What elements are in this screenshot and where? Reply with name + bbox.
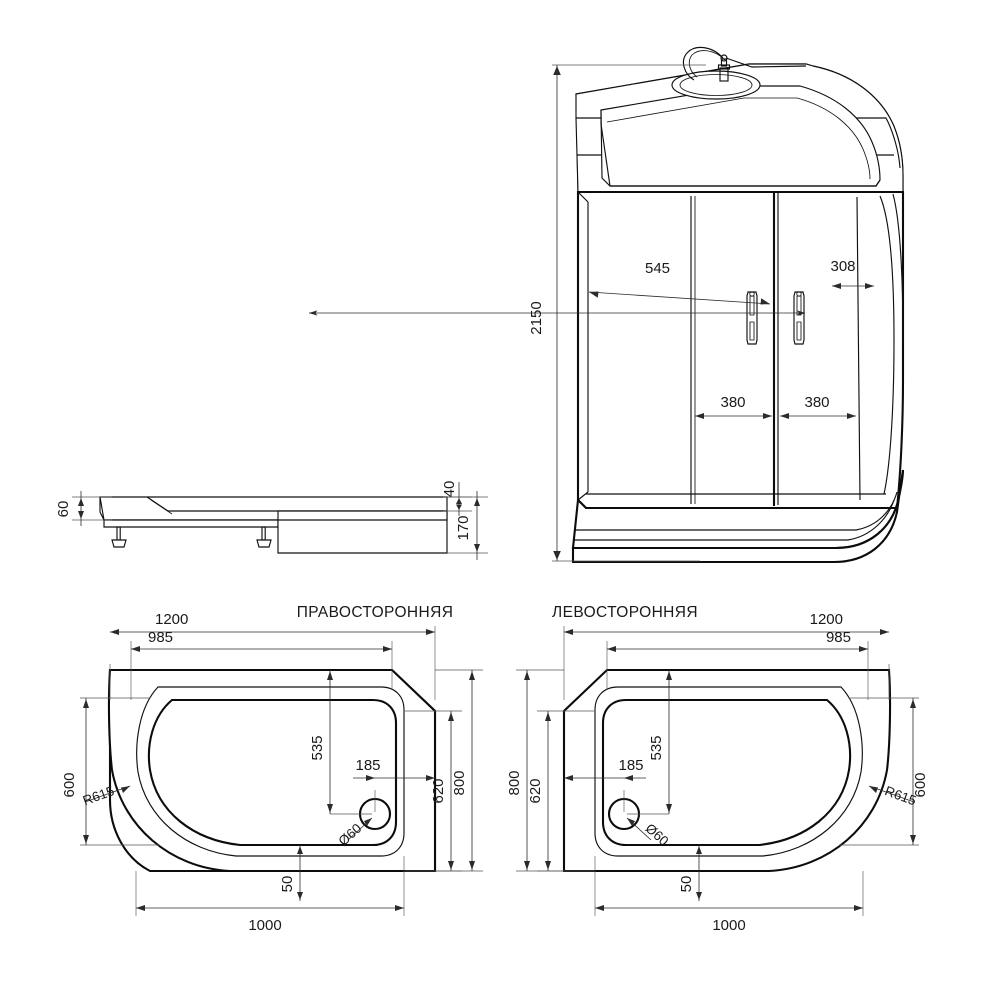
dim-985-right-label: 985 <box>148 629 173 646</box>
tray-leg-right <box>256 526 272 548</box>
tray-side-section-view: 60 40 170 <box>55 481 488 560</box>
dim-1200-left-label: 1200 <box>810 611 843 628</box>
dim-1000-right: 1000 <box>135 856 405 934</box>
dim-535-right: 535 <box>309 670 372 815</box>
dim-50-right-label: 50 <box>279 876 296 893</box>
dim-185-right: 185 <box>353 757 435 812</box>
dim-left-panel-width: 545 <box>588 260 771 305</box>
dim-1000-right-label: 1000 <box>248 917 281 934</box>
dim-170-label: 170 <box>455 515 472 540</box>
dim-535-left: 535 <box>627 670 672 815</box>
dim-1200-right: 1200 <box>109 611 436 700</box>
tray-outline-left <box>562 668 892 873</box>
dim-535-left-label: 535 <box>648 735 665 760</box>
dim-1000-left-label: 1000 <box>712 917 745 934</box>
dim-800-left-label: 800 <box>506 770 523 795</box>
shower-hose <box>682 46 724 81</box>
dim-50-right: 50 <box>279 845 303 901</box>
dim-545-label: 545 <box>645 260 670 277</box>
dim-rim-height: 60 <box>55 491 112 526</box>
cabin-base-tray <box>571 469 905 564</box>
dim-535-right-label: 535 <box>309 735 326 760</box>
plan-left-handed-view: ЛЕВОСТОРОННЯЯ 1200 <box>506 604 929 934</box>
dim-total-height: 170 <box>447 491 488 560</box>
dim-right-panel-width: 308 <box>830 258 874 289</box>
dim-308-label: 308 <box>830 258 855 275</box>
dim-600-right: 600 <box>61 697 160 846</box>
dim-985-right: 985 <box>130 629 393 700</box>
dim-overall-height: 2150 <box>308 64 806 562</box>
cabin-roof <box>575 46 904 193</box>
dim-620-right-label: 620 <box>430 778 447 803</box>
dim-800-right: 800 <box>435 669 483 872</box>
dim-185-left-label: 185 <box>618 757 643 774</box>
dim-apron-top: 40 <box>441 481 472 516</box>
dim-2150-label: 2150 <box>528 301 545 334</box>
dim-185-left: 185 <box>564 757 646 812</box>
dim-185-right-label: 185 <box>355 757 380 774</box>
tray-apron-panel <box>277 510 448 554</box>
cabin-glass-body <box>576 190 905 510</box>
dim-800-left: 800 <box>506 669 564 872</box>
shower-head-fitting <box>717 54 731 82</box>
dim-600-right-label: 600 <box>61 772 78 797</box>
tray-frame-rail <box>103 519 279 528</box>
plan-left-title: ЛЕВОСТОРОННЯЯ <box>552 604 698 621</box>
front-elevation-view: 2150 545 308 380 <box>308 46 905 564</box>
dim-50-left-label: 50 <box>678 876 695 893</box>
dim-40-label: 40 <box>441 481 458 498</box>
tray-leg-left <box>111 526 127 548</box>
dim-1200-right-label: 1200 <box>155 611 188 628</box>
plan-right-title: ПРАВОСТОРОННЯЯ <box>297 604 454 621</box>
dim-620-left-label: 620 <box>527 778 544 803</box>
plan-right-handed-view: ПРАВОСТОРОННЯЯ 1200 <box>61 604 483 934</box>
dim-985-left: 985 <box>606 629 869 700</box>
dim-800-right-label: 800 <box>451 770 468 795</box>
dim-380-left-label: 380 <box>720 394 745 411</box>
dim-1200-left: 1200 <box>563 611 890 700</box>
dim-1000-left: 1000 <box>594 856 864 934</box>
dim-600-left-label: 600 <box>912 772 929 797</box>
dim-600-left: 600 <box>839 697 929 846</box>
dim-60-label: 60 <box>55 501 72 518</box>
dim-door-widths: 380 380 <box>695 394 856 419</box>
glass-divider-2 <box>856 196 861 501</box>
dim-380-right-label: 380 <box>804 394 829 411</box>
dim-985-left-label: 985 <box>826 629 851 646</box>
dim-50-left: 50 <box>678 845 702 901</box>
